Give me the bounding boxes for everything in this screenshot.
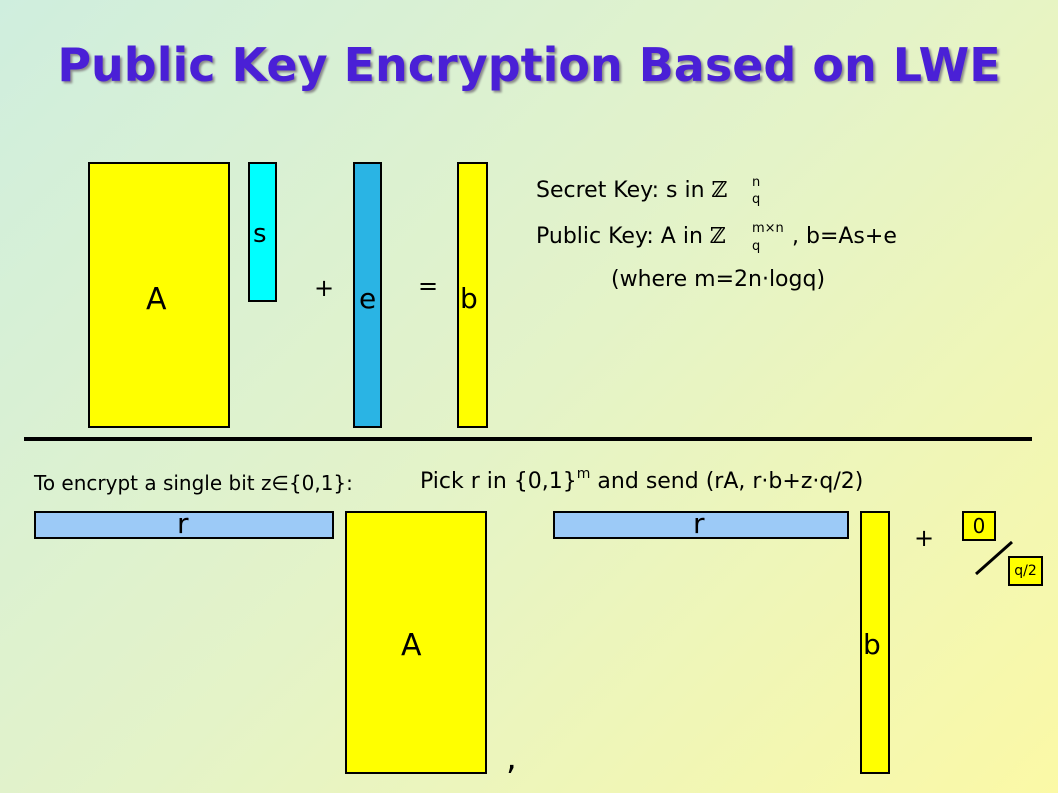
zero-option-label: 0 (972, 514, 986, 538)
secret-key-prefix: Secret Key: s in (536, 178, 712, 203)
q-half-option-box: q/2 (1008, 556, 1043, 586)
encrypt-prefix: To encrypt a single bit z∈{0,1}: (34, 471, 353, 495)
vector-e-label: e (359, 282, 377, 315)
vector-b-bottom-label: b (863, 628, 881, 661)
secret-key-sup: n (752, 175, 761, 190)
public-key-suffix: , b=As+e (792, 224, 897, 249)
vector-r-right-box (553, 511, 849, 539)
encrypt-send-text: and send (rA, r·b+z·q/2) (590, 469, 864, 494)
where-note: (where m=2n·logq) (611, 267, 826, 292)
zero-option-box: 0 (962, 511, 996, 541)
section-divider (24, 437, 1032, 441)
public-key-sup: m×n (752, 221, 784, 236)
encrypt-pick-text: Pick r in {0,1} (420, 469, 577, 494)
matrix-a-bottom-label: A (401, 628, 422, 663)
vector-s-label: s (253, 219, 267, 249)
secret-key-line: Secret Key: s in ℤ (536, 178, 728, 203)
vector-s-box (248, 162, 277, 302)
public-key-set: ℤ (709, 224, 726, 249)
secret-key-set: ℤ (711, 178, 728, 203)
public-key-prefix: Public Key: A in (536, 224, 710, 249)
secret-key-sub: q (752, 192, 761, 207)
comma-separator: , (506, 738, 517, 778)
vector-b-label: b (460, 282, 478, 315)
public-key-sub: q (752, 239, 761, 254)
equals-sign: = (418, 272, 439, 300)
vector-b-box (457, 162, 488, 428)
matrix-a-bottom-box (345, 511, 487, 774)
vector-r-left-label: r (177, 507, 189, 540)
plus-sign-bottom: + (914, 524, 935, 552)
q-half-option-label: q/2 (1014, 563, 1037, 579)
vector-b-bottom-box (860, 511, 890, 774)
choice-slash (975, 540, 1013, 576)
vector-r-right-label: r (693, 507, 705, 540)
public-key-line: Public Key: A in ℤ (536, 224, 726, 249)
encrypt-pick-sup: m (576, 466, 591, 482)
vector-e-box (353, 162, 382, 428)
matrix-a-label: A (146, 282, 167, 317)
matrix-a-box (88, 162, 230, 428)
slide-title: Public Key Encryption Based on LWE (57, 38, 1001, 92)
encrypt-pick: Pick r in {0,1}m and send (rA, r·b+z·q/2… (420, 466, 864, 494)
vector-r-left-box (34, 511, 334, 539)
plus-sign-top: + (314, 274, 335, 302)
